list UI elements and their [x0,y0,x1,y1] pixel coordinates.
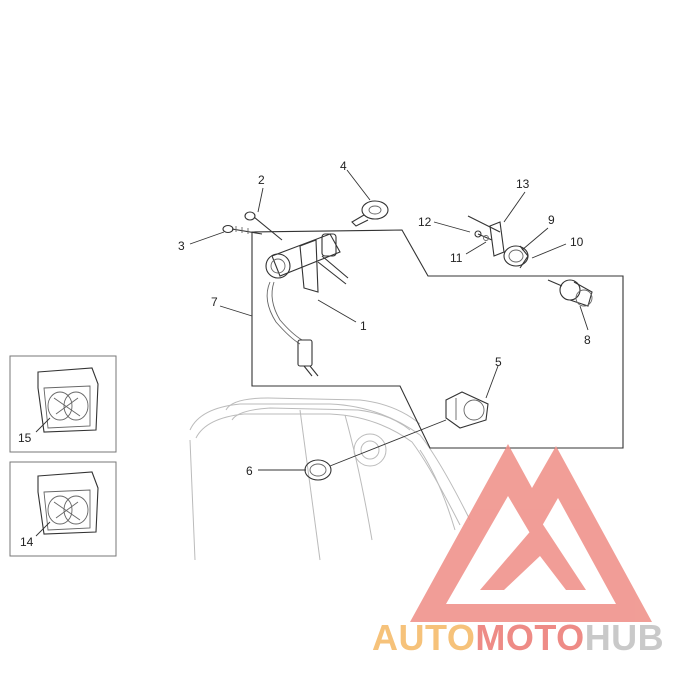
screw-part-2 [244,211,283,241]
callout-2: 2 [258,173,265,187]
callout-15: 15 [18,431,32,445]
body-panel-outline [189,397,471,561]
callout-9: 9 [548,213,555,227]
watermark-text: AUTOMOTOHUB [372,617,664,658]
callout-13: 13 [516,177,530,191]
watermark-text-auto: AUTO [372,617,475,658]
callout-4: 4 [340,159,347,173]
inset-14 [9,461,117,557]
watermark-text-hub: HUB [585,617,665,658]
callout-14: 14 [20,535,34,549]
leader-6-to-5 [329,419,447,467]
watermark-text-moto: MOTO [475,617,584,658]
callout-11: 11 [450,251,463,265]
watermark-logo [410,444,652,622]
ignition-lock-part-1 [265,233,349,377]
callout-1: 1 [360,319,367,333]
ring-nut-part-6 [304,459,332,481]
callout-5: 5 [495,355,502,369]
callout-12: 12 [418,215,432,229]
leader-lines [35,169,589,537]
callout-7: 7 [211,295,218,309]
ring-nut-part-9 [503,245,529,269]
key-part-4 [351,200,389,227]
watermark-logo-inner [480,520,586,590]
lock-cylinder-part-8 [547,279,593,307]
mount-plate-part-13 [467,215,505,257]
callout-8: 8 [584,333,591,347]
callout-10: 10 [570,235,584,249]
callout-3: 3 [178,239,185,253]
inset-15 [9,355,117,453]
bracket-outline [251,229,624,449]
screw-part-3 [222,224,263,235]
lock-part-5 [445,391,489,429]
callout-6: 6 [246,464,253,478]
